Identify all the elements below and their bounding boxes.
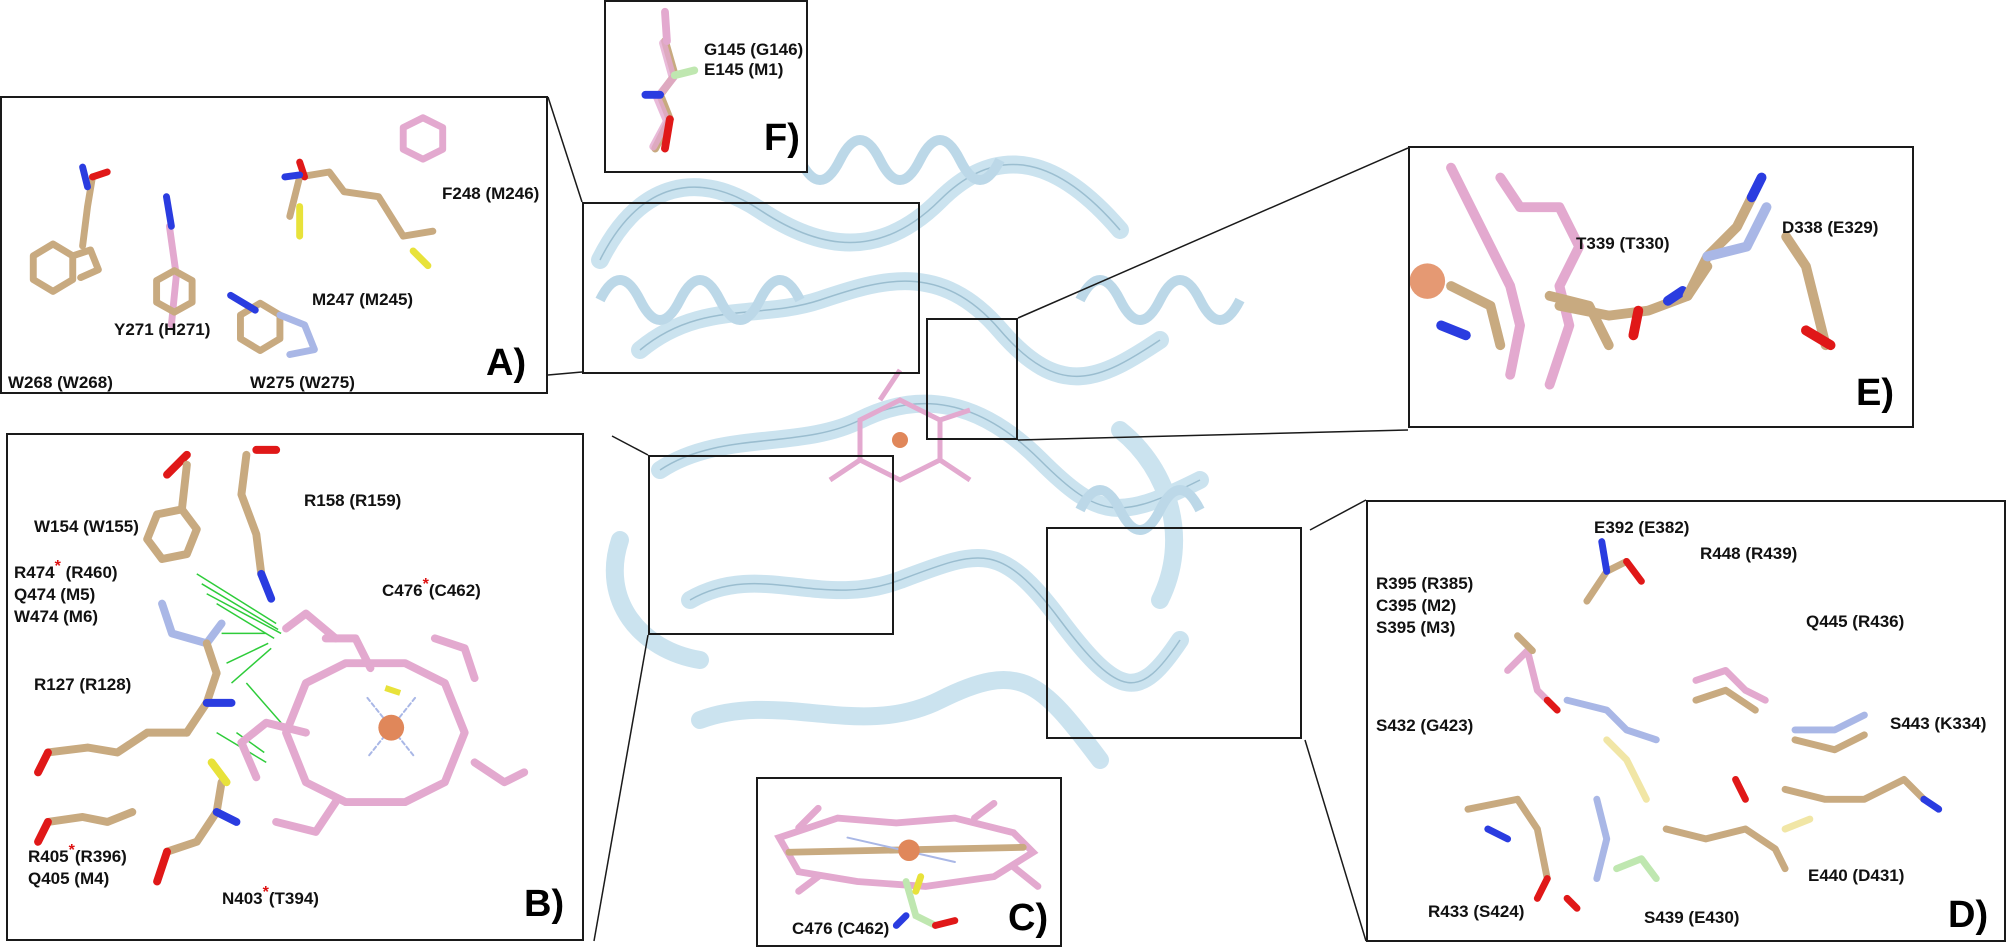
- zoom-region-d: [1046, 527, 1302, 739]
- label-c476: C476*(C462): [382, 576, 481, 602]
- label-d338: D338 (E329): [1782, 218, 1879, 237]
- panel-a-tag: A): [486, 342, 527, 384]
- label-y271: Y271 (H271): [114, 320, 211, 339]
- panel-b-tag: B): [524, 883, 565, 925]
- label-f248: F248 (M246): [442, 184, 540, 203]
- label-n403-res: N403: [222, 889, 263, 908]
- label-e145: E145 (M1): [704, 60, 784, 79]
- label-r474-ref: (R460): [65, 563, 118, 582]
- panel-a-molecule: [29, 114, 447, 358]
- label-w275: W275 (W275): [250, 373, 355, 392]
- label-m247: M247 (M245): [312, 290, 414, 309]
- label-r474-res: R474: [14, 563, 55, 582]
- label-r158: R158 (R159): [304, 491, 402, 510]
- label-s395: S395 (M3): [1376, 618, 1456, 637]
- panel-f-tag: F): [764, 117, 800, 159]
- panel-e-tag: E): [1856, 372, 1894, 414]
- panel-d: E392 (E382) R448 (R439) R395 (R385) C395…: [1366, 500, 2006, 942]
- panel-c: C476 (C462) C): [756, 777, 1062, 947]
- label-e392: E392 (E382): [1594, 518, 1690, 537]
- label-r474: R474* (R460): [14, 558, 118, 584]
- label-c395: C395 (M2): [1376, 596, 1457, 615]
- label-r405: R405*(R396): [28, 842, 127, 868]
- panel-e-molecule: [1410, 162, 1836, 390]
- label-c476-c: C476 (C462): [792, 919, 890, 938]
- label-r395: R395 (R385): [1376, 574, 1474, 593]
- panel-b-molecule: [34, 445, 529, 886]
- panel-f: G145 (G146) E145 (M1) F): [604, 0, 808, 173]
- label-w474: W474 (M6): [14, 607, 99, 626]
- label-r448: R448 (R439): [1700, 544, 1798, 563]
- label-q405: Q405 (M4): [28, 869, 110, 888]
- label-w154: W154 (W155): [34, 517, 139, 536]
- label-r127: R127 (R128): [34, 675, 132, 694]
- panel-c-tag: C): [1008, 897, 1049, 939]
- label-s432: S432 (G423): [1376, 716, 1474, 735]
- asterisk-r474: *: [54, 558, 61, 575]
- label-w268: W268 (W268): [8, 373, 113, 392]
- asterisk-n403: *: [262, 884, 269, 901]
- label-s443: S443 (K334): [1890, 714, 1987, 733]
- zoom-region-e: [926, 318, 1018, 440]
- label-r405-res: R405: [28, 847, 69, 866]
- panel-f-molecule: [641, 7, 699, 153]
- label-r433: R433 (S424): [1428, 902, 1525, 921]
- label-s439: S439 (E430): [1644, 908, 1740, 927]
- asterisk-r405: *: [68, 842, 75, 859]
- label-n403-ref: (T394): [268, 889, 319, 908]
- label-q474: Q474 (M5): [14, 585, 96, 604]
- zoom-region-a: [582, 202, 920, 374]
- asterisk-c476: *: [422, 576, 429, 593]
- label-c476-res: C476: [382, 581, 423, 600]
- label-e440: E440 (D431): [1808, 866, 1905, 885]
- label-n403: N403*(T394): [222, 884, 319, 910]
- label-q445: Q445 (R436): [1806, 612, 1905, 631]
- panel-b: W154 (W155) R158 (R159) R474* (R460) Q47…: [6, 433, 584, 941]
- zoom-region-b: [648, 455, 894, 635]
- label-c476-ref: (C462): [428, 581, 481, 600]
- label-r405-ref: (R396): [74, 847, 127, 866]
- label-t339: T339 (T330): [1576, 234, 1670, 253]
- label-g145: G145 (G146): [704, 40, 804, 59]
- panel-c-molecule: [774, 799, 1042, 929]
- panel-d-tag: D): [1948, 894, 1989, 936]
- panel-e: T339 (T330) D338 (E329) E): [1408, 146, 1914, 428]
- panel-a: F248 (M246) M247 (M245) Y271 (H271) W268…: [0, 96, 548, 394]
- panel-d-molecule: [1464, 538, 1943, 912]
